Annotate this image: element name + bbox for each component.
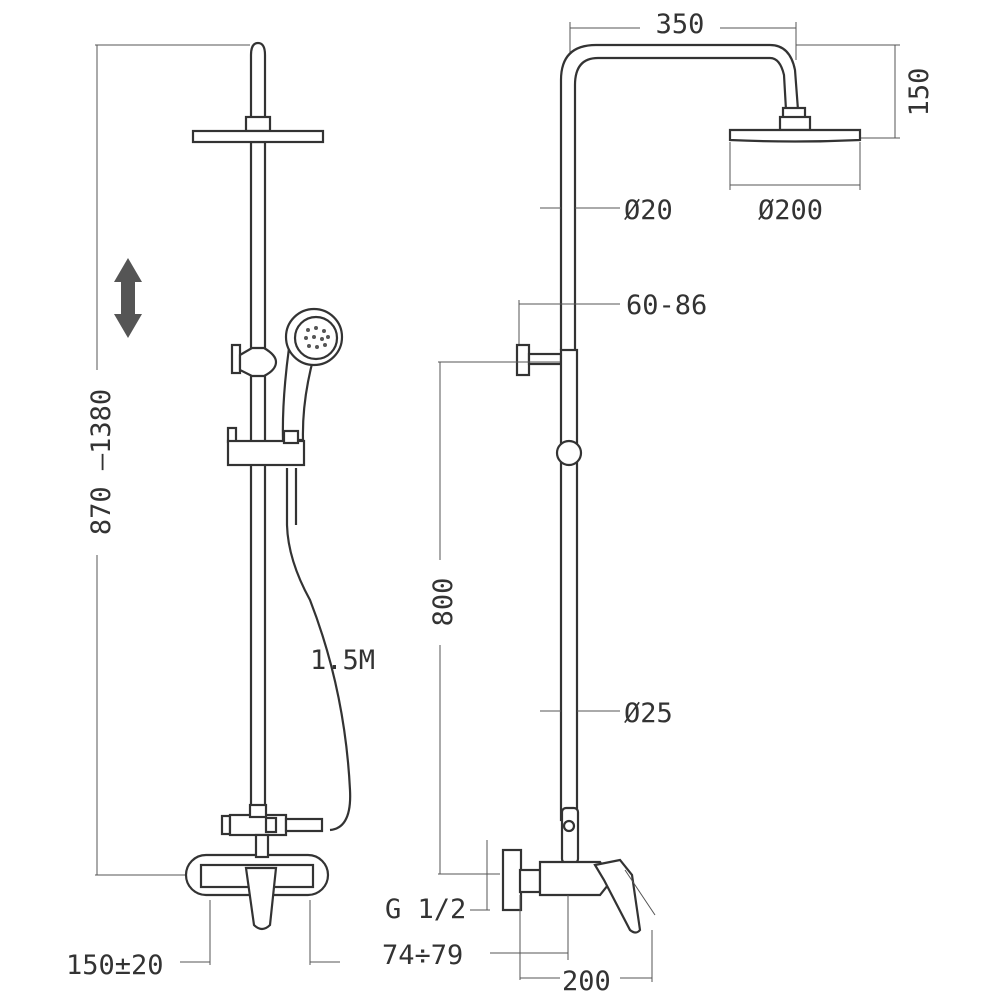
head-diameter-label: Ø200 — [758, 195, 823, 226]
projection-dimension — [520, 930, 653, 982]
shower-head — [191, 129, 325, 144]
drop-dimension — [796, 44, 900, 139]
pipe-dia-bottom-label: Ø25 — [624, 698, 673, 729]
gooseneck-arm — [559, 43, 800, 350]
inlet-range-dimension — [490, 895, 569, 980]
inlet-range-label: 74÷79 — [382, 940, 463, 971]
double-vertical-arrow-icon — [114, 258, 142, 338]
height-range-label: 870 –1380 — [86, 389, 117, 535]
thread-dimension — [470, 840, 490, 911]
shower-head-side — [728, 128, 862, 143]
side-view: 350 150 Ø200 Ø20 60 — [382, 9, 935, 997]
slider-holder — [226, 426, 306, 467]
head-dimension — [729, 142, 861, 190]
riser-pipe — [249, 140, 267, 819]
front-view: 870 –1380 — [66, 41, 375, 981]
width-label: 350 — [656, 9, 705, 40]
mixer-front — [184, 833, 330, 931]
hose-length-label: 1.5M — [310, 645, 375, 676]
height-dimension — [95, 44, 250, 876]
slide-height-label: 800 — [428, 578, 459, 627]
arm-range-label: 60-86 — [626, 290, 707, 321]
pipe-dia-top-label: Ø20 — [624, 195, 673, 226]
wall-bracket — [515, 343, 563, 377]
drop-height-label: 150 — [904, 68, 935, 117]
shower-hose — [285, 468, 352, 832]
arm-nut — [244, 115, 272, 133]
mixer-projection-label: 200 — [562, 966, 611, 997]
arm-range-dimension — [518, 300, 620, 350]
diverter — [220, 803, 324, 837]
thread-label: G 1/2 — [385, 894, 466, 925]
inlet-spacing-dimension — [180, 900, 340, 965]
hand-shower — [281, 307, 344, 442]
slide-height-dimension — [438, 361, 560, 875]
shower-arm — [249, 41, 267, 120]
width-dimension — [569, 22, 797, 60]
mixer-side — [501, 848, 656, 934]
hand-shower-holder — [230, 343, 278, 378]
inlet-spacing-label: 150±20 — [66, 950, 164, 981]
riser-pipe-side — [559, 348, 579, 822]
slider-knob — [555, 439, 583, 467]
